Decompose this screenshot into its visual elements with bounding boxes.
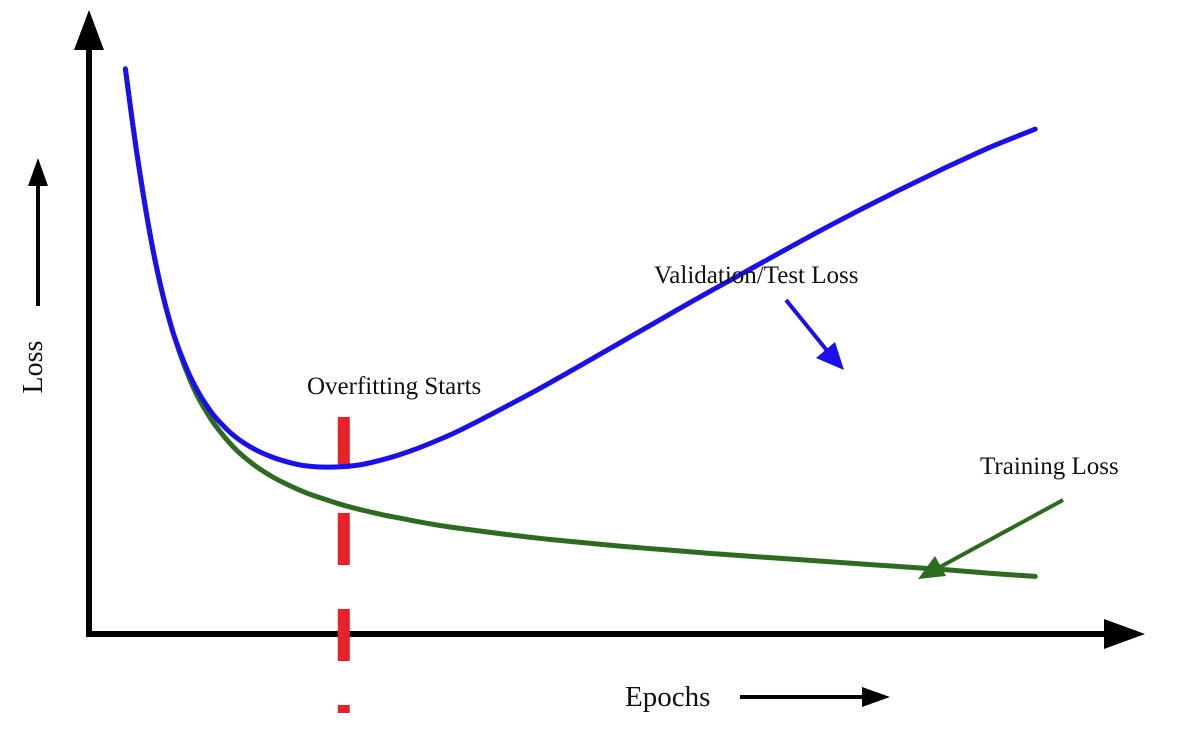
x-label-arrow xyxy=(740,687,890,707)
y-axis-arrowhead xyxy=(74,10,104,50)
overfitting-annotation: Overfitting Starts xyxy=(307,373,481,400)
training-loss-line xyxy=(122,66,1038,579)
validation-loss-annotation: Validation/Test Loss xyxy=(654,262,858,289)
x-axis-arrowhead xyxy=(1104,619,1145,649)
training-loss-annotation: Training Loss xyxy=(980,453,1119,480)
x-axis-label: Epochs xyxy=(625,681,710,713)
validation-pointer-arrow xyxy=(784,298,844,370)
y-label-arrow xyxy=(28,158,48,306)
x-axis xyxy=(86,619,1145,649)
y-axis xyxy=(74,10,104,637)
y-axis-label: Loss xyxy=(18,341,49,394)
training-pointer-arrow xyxy=(918,498,1064,579)
validation-loss-line xyxy=(122,66,1038,470)
